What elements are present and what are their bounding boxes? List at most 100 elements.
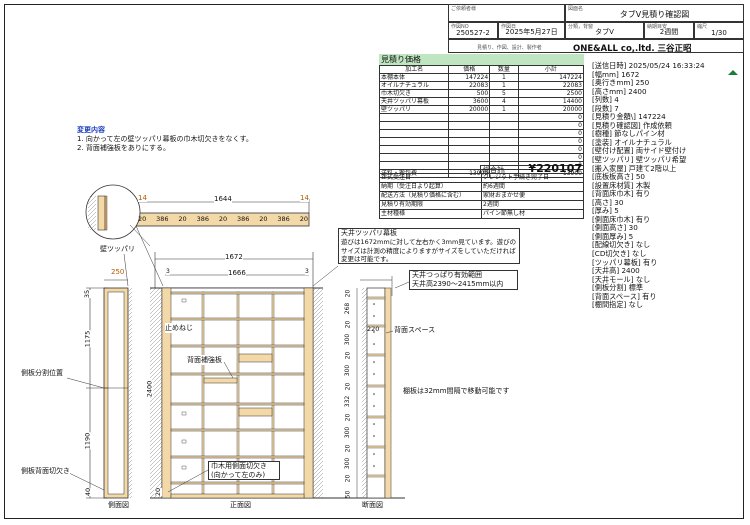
notes-line-1: 1. 向かって左の壁ツッパリ幕板の巾木切欠きをなくす。 <box>77 135 253 143</box>
date-cell: 作図日 2025年5月27日 <box>498 22 565 39</box>
pages-cell: 縮尺 1/30 <box>694 22 744 39</box>
company-name: ONE&ALL co,.ltd. 三谷正昭 <box>573 44 692 54</box>
drawing-frame <box>4 4 744 519</box>
dim-h1175: 1175 <box>83 330 92 348</box>
dim-h2400: 2400 <box>145 380 154 398</box>
top-plank-callout: 天井ツッパリ幕板 遊びは1672mmに対して左右かく3mm見ています。遊びのサイ… <box>338 228 520 264</box>
dim-top-14a: 14 <box>138 194 147 202</box>
spec-item: [設置床材質] 木製 <box>592 180 651 190</box>
category: タブV <box>595 28 614 36</box>
section-dim: 50 <box>344 490 352 499</box>
spec-item: [段数] 7 <box>592 103 619 113</box>
spec-item: [列数] 4 <box>592 95 619 105</box>
baseboard-cut-callout: 巾木用側面切欠き (向かって左のみ) <box>208 461 280 480</box>
dim-h40: 40 <box>84 487 93 497</box>
label-wall-tension: 壁ツッパリ <box>100 244 135 254</box>
customer-cell: ご依頼者様 <box>448 4 565 22</box>
top-plank-part-dim: 20 <box>138 215 147 223</box>
spec-item: [奥行きmm] 250 <box>592 78 650 88</box>
section-dim: 20 <box>344 382 352 391</box>
customer-label: ご依頼者様 <box>451 6 477 12</box>
label-side-split: 側板分割位置 <box>21 368 63 378</box>
spec-item: [高さ] 30 <box>592 197 624 207</box>
dim-front-inner: 1666 <box>228 269 246 277</box>
label-back-reinforce: 背面補強板 <box>187 355 222 365</box>
estimate-heading: 見積り価格 <box>379 54 584 65</box>
pages: 1/30 <box>711 29 727 37</box>
spec-item: [天井高] 2400 <box>592 266 640 276</box>
spec-item: [背面床巾木] 有り <box>592 189 651 199</box>
section-dim: 300 <box>344 334 352 346</box>
dim-h1190: 1190 <box>83 432 92 450</box>
top-plank-part-dim: 386 <box>156 215 169 223</box>
notes-line-2: 2. 背面補強板をありにする。 <box>77 144 170 152</box>
drawing-name-label: 図面名 <box>568 6 584 12</box>
drawing-name-cell: 図面名 タブV見積り確認図 <box>565 4 744 22</box>
drawing-date: 2025年5月27日 <box>505 28 558 36</box>
turnaround-cell: 納期目安 2週間 <box>644 22 694 39</box>
label-front-view: 正面図 <box>230 500 251 510</box>
spec-item: [見積り金額\] 147224 <box>592 112 666 122</box>
order-info-table: 正式受注日クレジット手続き完了日納期（受注日より起算）約6週間配送方法（見積り価… <box>379 173 584 219</box>
company-cell: 見積り、作図、設計、製作者 ONE&ALL co,.ltd. 三谷正昭 <box>448 39 744 54</box>
spec-item: [厚み] 5 <box>592 206 619 216</box>
dim-h20: 20 <box>154 487 163 497</box>
spec-item: [高さmm] 2400 <box>592 86 647 96</box>
spec-item: [背面スペース] 有り <box>592 291 657 301</box>
order-info-row: 主材種様パイン節無し材 <box>379 209 584 219</box>
spec-item: [側板分割] 標準 <box>592 283 644 293</box>
label-shelf-pitch: 棚板は32mm間隔で移動可能です <box>403 386 510 396</box>
label-stop-screw: 止めねじ <box>165 323 193 333</box>
label-back-space: 背面スペース <box>394 325 436 335</box>
spec-item: [配線切欠き] なし <box>592 240 651 250</box>
section-dim: 20 <box>344 413 352 421</box>
dim-h35: 35 <box>83 289 92 299</box>
dim-front-width: 1672 <box>225 253 243 261</box>
label-side-back-cut: 側板背面切欠き <box>21 466 70 476</box>
top-plank-part-dim: 386 <box>236 215 250 223</box>
section-dim: 300 <box>344 426 352 439</box>
spec-item: [壁付け配置] 両サイド壁付け <box>592 146 687 156</box>
spec-item: [見積り確認図] 作成依頼 <box>592 120 672 130</box>
turnaround: 2週間 <box>659 28 679 36</box>
spec-item: [塗装] オイルナチュラル <box>592 137 672 147</box>
section-dim: 20 <box>344 351 352 360</box>
dim-side-depth: 250 <box>111 268 125 276</box>
section-dim: 332 <box>344 395 352 408</box>
spec-item: [側面高さ] 30 <box>592 223 638 233</box>
top-plank-part-dim: 20 <box>218 215 228 223</box>
spec-item: [幅mm] 1672 <box>592 69 640 79</box>
order-no-cell: 作図NO 250527-2 <box>448 22 498 39</box>
dim-top-total: 1644 <box>214 195 232 203</box>
spec-list: [送信日時] 2025/05/24 16:33:24[幅mm] 1672[奥行き… <box>592 61 742 310</box>
dim-front-3b: 3 <box>305 268 309 275</box>
dim-top-14b: 14 <box>300 194 309 202</box>
spec-item: [側面床巾木] 有り <box>592 214 651 224</box>
company-logo <box>727 62 739 81</box>
spec-item: [棚間指定] なし <box>592 300 644 310</box>
spec-item: [ツッパリ幕板] 有り <box>592 257 658 267</box>
section-dim: 268 <box>344 303 352 315</box>
section-dim: 20 <box>344 475 352 483</box>
spec-item: [天井モール] なし <box>592 274 651 284</box>
category-cell: 分類，背窗 タブV <box>565 22 644 39</box>
spec-item: [樹種] 節なしパイン材 <box>592 129 665 139</box>
spec-item: [送信日時] 2025/05/24 16:33:24 <box>592 61 705 70</box>
spec-item: [壁ツッパリ] 壁ツッパリ希望 <box>592 155 687 165</box>
top-plank-part-dim: 386 <box>196 215 209 223</box>
dim-sec-220: 220 <box>367 325 380 333</box>
notes-heading: 変更内容 <box>77 126 105 134</box>
change-notes: 変更内容 1. 向かって左の壁ツッパリ幕板の巾木切欠きをなくす。 2. 背面補強… <box>77 126 253 153</box>
order-no: 250527-2 <box>456 29 490 37</box>
top-plank-part-dim: 386 <box>277 215 290 223</box>
top-plank-part-dim: 20 <box>178 215 187 223</box>
ceiling-range-callout: 天井つっぱり有効範囲 天井高2390～2415mm以内 <box>409 270 518 290</box>
top-plank-part-dim: 20 <box>299 215 308 223</box>
section-dim: 300 <box>344 457 352 470</box>
spec-item: [搬入家屋] 戸建て2階以上 <box>592 163 677 173</box>
total-amount: ¥220107 <box>528 162 582 175</box>
section-dim: 20 <box>344 289 352 298</box>
total-label: 総合計 <box>483 166 504 174</box>
